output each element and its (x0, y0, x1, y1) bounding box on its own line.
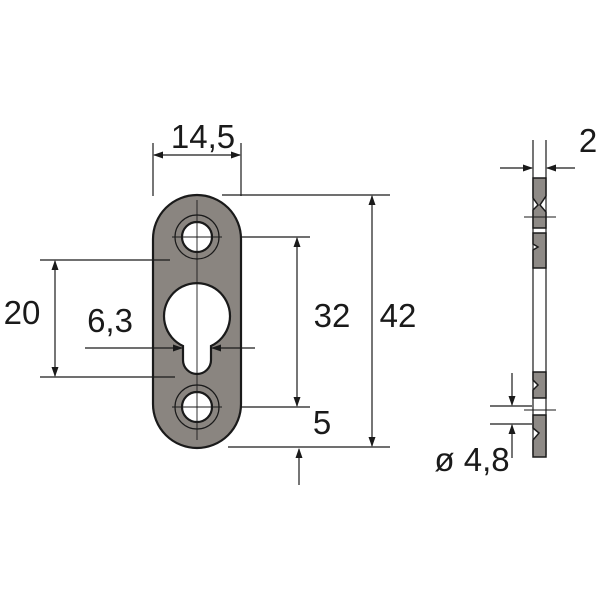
side-section-bottom (532, 371, 547, 399)
dimension-slot-length: 20 (4, 259, 175, 378)
keyhole-slot (163, 282, 231, 375)
width-label: 14,5 (171, 118, 235, 155)
dimension-slot-width: 6,3 (85, 302, 255, 352)
slot-length-label: 20 (4, 294, 41, 331)
hole-diameter-label: ø 4,8 (434, 441, 509, 478)
dimension-width: 14,5 (152, 118, 242, 196)
dimension-edge-offset: 5 (295, 404, 331, 485)
side-section-base (532, 414, 547, 458)
total-height-label: 42 (380, 297, 417, 334)
dimension-thickness: 2 (500, 122, 597, 172)
plate-side-view (524, 140, 556, 458)
thickness-label: 2 (579, 122, 597, 159)
dimension-hole-spacing: 32 (241, 236, 351, 408)
dimension-hole-diameter: ø 4,8 (434, 373, 532, 478)
slot-width-label: 6,3 (87, 302, 133, 339)
dimension-total-height: 42 (222, 194, 417, 448)
plate-front-view (151, 193, 243, 450)
side-section-top (532, 177, 547, 229)
edge-offset-label: 5 (313, 404, 331, 441)
side-section-mid (532, 232, 547, 269)
hole-spacing-label: 32 (314, 297, 351, 334)
